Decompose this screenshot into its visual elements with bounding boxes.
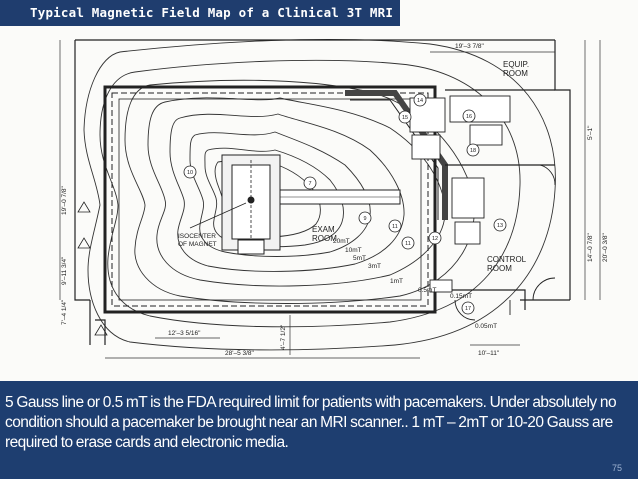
dim-label-left-lower: 7'–4 1/4"	[61, 299, 68, 325]
field-label-3mT: 3mT	[368, 263, 381, 270]
dim-label-left-mid: 9'–11 3/4"	[61, 256, 68, 285]
control-room-lower-wall	[445, 289, 526, 310]
callout-number-4: 11	[405, 241, 411, 247]
callout-bubble-9	[466, 143, 480, 157]
isocenter-marker	[247, 196, 255, 204]
dimension-lines	[59, 40, 601, 359]
callout-number-8: 16	[466, 114, 472, 120]
callout-number-11: 17	[465, 306, 471, 312]
dim-label-right-mid: 14'–0 7/8"	[587, 232, 594, 262]
callout-number-6: 14	[417, 98, 423, 104]
field-line-3mT	[189, 131, 371, 257]
equip-room-label-line2: ROOM	[503, 69, 528, 78]
isocenter-label-line2: OF MAGNET	[178, 241, 217, 248]
control-room-label-line2: ROOM	[487, 264, 512, 273]
warning-triangle-2	[77, 237, 91, 249]
callout-number-9: 18	[470, 148, 476, 154]
callout-bubble-11	[461, 301, 475, 315]
caption-box	[0, 381, 638, 479]
control-room-label-line1: CONTROL	[487, 255, 527, 264]
field-line-outer	[83, 38, 556, 351]
callout-bubble-2	[358, 211, 372, 225]
callout-number-7: 15	[402, 115, 408, 121]
equipment-cabinet-3	[411, 134, 441, 160]
callout-numbers: 7 9 11 11 10 14 15 16 18 13 17 12	[187, 98, 503, 312]
field-line-0.5mT	[147, 97, 446, 287]
callout-bubble-10	[493, 218, 507, 232]
field-label-0.5mT: 0.5mT	[418, 287, 436, 294]
callout-bubble-5	[183, 165, 197, 179]
callout-bubble-8	[462, 109, 476, 123]
equipment-cabinet-2	[449, 95, 511, 123]
dim-label-bottom-offset: 12'–3 5/16"	[168, 330, 201, 337]
control-cabinet	[429, 279, 453, 293]
dimension-labels: 19'–3 7/8" 28'–5 3/8" 12'–3 5/16" 10'–11…	[61, 43, 609, 357]
exam-room-outer-wall	[103, 85, 437, 314]
callout-number-5: 10	[187, 170, 193, 176]
dim-label-top: 19'–3 7/8"	[455, 43, 485, 50]
room-labels: EQUIP. ROOM EXAM ROOM CONTROL ROOM ISOCE…	[178, 60, 529, 273]
field-label-10mT: 10mT	[345, 247, 362, 254]
floor-plan-drawing: EQUIP. ROOM EXAM ROOM CONTROL ROOM ISOCE…	[59, 38, 609, 359]
left-stub-wall-inner	[95, 319, 106, 345]
equipment-room-fixtures	[409, 95, 511, 293]
caption-text: 5 Gauss line or 0.5 mT is the FDA requir…	[5, 394, 617, 451]
door-swing-3	[454, 299, 476, 321]
callout-number-2: 9	[363, 216, 366, 222]
left-wall	[74, 40, 90, 301]
field-label-1mT: 1mT	[390, 278, 403, 285]
callout-number-1: 7	[308, 181, 311, 187]
isocenter-label-line1: ISOCENTER	[178, 233, 216, 240]
exam-room-inner-wall	[118, 98, 422, 301]
magnet-and-table	[189, 154, 401, 255]
dim-label-bottom-width: 28'–5 3/8"	[225, 350, 255, 357]
callout-bubble-4	[401, 236, 415, 250]
control-desk	[454, 221, 481, 245]
field-label-0.05mT: 0.05mT	[475, 323, 497, 330]
field-label-5mT: 5mT	[353, 255, 366, 262]
callout-bubble-1	[303, 176, 317, 190]
field-label-20mT: 20mT	[333, 238, 350, 245]
callout-number-10: 13	[497, 223, 503, 229]
magnet-base	[237, 239, 265, 255]
equip-room-label-line1: EQUIP.	[503, 60, 529, 69]
equipment-cabinet-4	[469, 124, 503, 146]
dim-label-right-upper: 5'–1"	[587, 125, 594, 140]
building-walls	[74, 39, 571, 345]
field-line-1mT	[169, 113, 405, 272]
control-console	[451, 177, 485, 219]
dim-label-left-upper: 19'–0 7/8"	[61, 185, 68, 215]
callout-bubble-12	[428, 231, 442, 245]
page-number: 75	[611, 463, 622, 473]
dim-label-right-total: 20'–0 3/8"	[602, 232, 609, 262]
exam-room-rf-shield	[111, 92, 429, 307]
callout-number-3: 11	[392, 224, 398, 230]
warning-triangle-1	[77, 201, 91, 213]
dim-label-lower-stub: 4'–7 1/2"	[280, 324, 287, 350]
door-swings	[454, 164, 556, 321]
callout-bubble-6	[413, 93, 427, 107]
control-window-inner-wall	[350, 99, 439, 220]
title-bar: Typical Magnetic Field Map of a Clinical…	[0, 0, 400, 26]
field-label-0.15mT: 0.15mT	[450, 293, 472, 300]
callout-number-12: 12	[432, 236, 438, 242]
right-wall	[554, 40, 571, 300]
slide-title: Typical Magnetic Field Map of a Clinical…	[30, 5, 394, 20]
callout-bubble-3	[388, 219, 402, 233]
exam-room-label-line1: EXAM	[312, 225, 335, 234]
warning-symbols	[77, 201, 108, 336]
field-line-labels: 20mT 10mT 5mT 3mT 1mT 0.5mT 0.15mT 0.05m…	[333, 238, 497, 330]
field-line-0.05mT	[99, 59, 521, 328]
door-swing-1	[539, 164, 556, 186]
callout-bubbles	[183, 93, 507, 315]
exam-room-label-line2: ROOM	[312, 234, 337, 243]
warning-triangle-3	[94, 324, 108, 336]
callout-bubble-7	[398, 110, 412, 124]
isocenter-leader	[189, 202, 247, 229]
dim-label-bottom-right: 10'–11"	[478, 350, 500, 357]
door-swing-2	[532, 277, 556, 301]
